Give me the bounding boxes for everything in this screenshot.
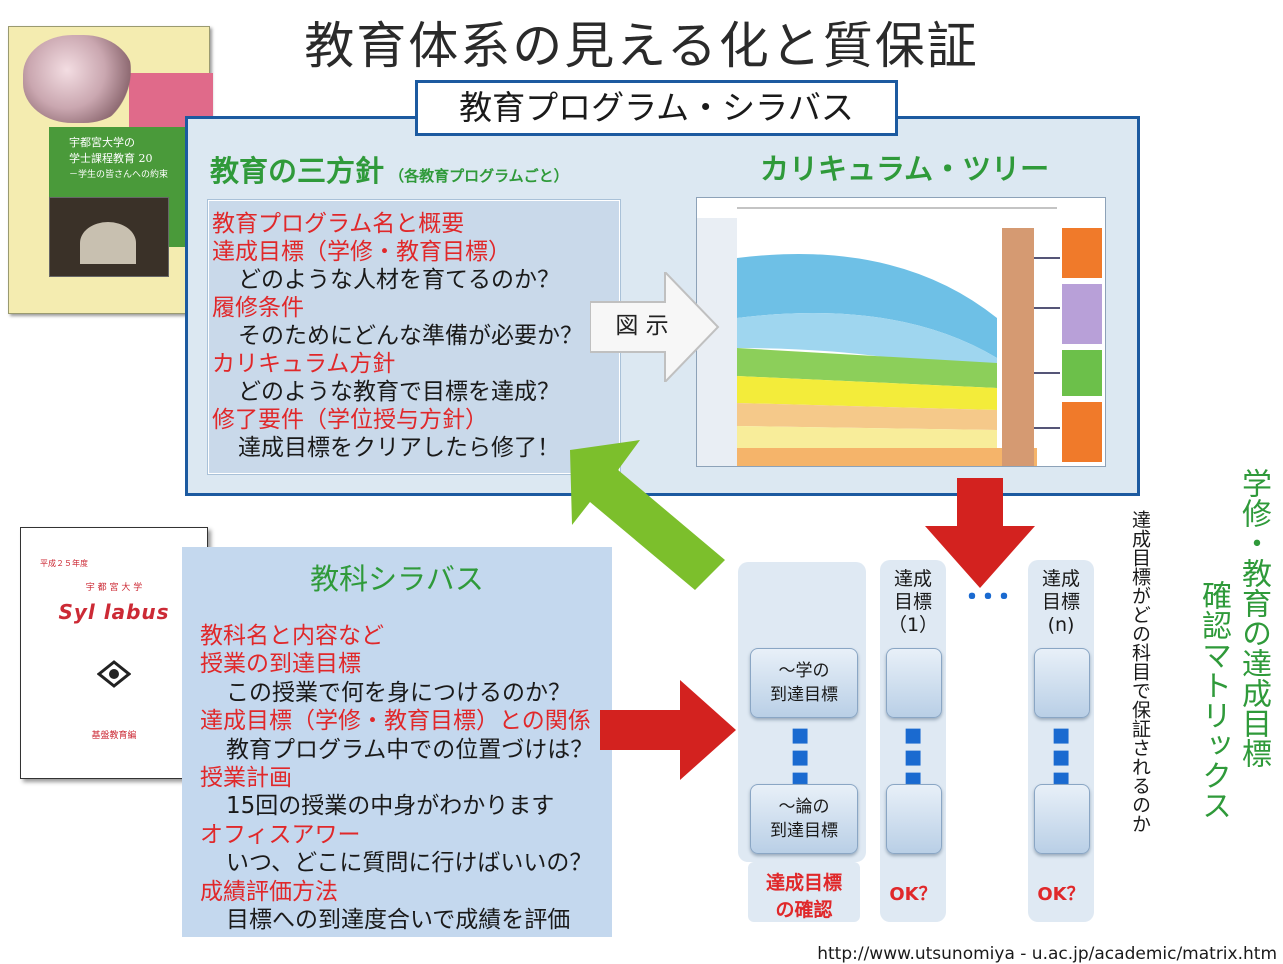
subject-syllabus-list: 教科名と内容など授業の到達目標この授業で何を身につけるのか？達成目標（学修・教育… [200,622,593,934]
cell-a-line-1: ～学の [778,661,830,681]
policies-heading-row: 教育の三方針 （各教育プログラムごと） [210,148,569,190]
policies-heading: 教育の三方針 [210,154,385,188]
source-url: http://www.utsunomiya - u.ac.jp/academic… [817,944,1277,964]
list-description: いつ、どこに質問に行けばいいの？ [226,850,593,877]
cover-text: 宇都宮大学の 学士課程教育 20 －学生の皆さんへの約束 [69,135,205,183]
matrix-cell-subject-b[interactable]: ～論の 到達目標 [750,784,858,854]
list-description: 目標への到達度合いで成績を評価 [226,906,571,933]
confirm-goal-box: 達成目標 の確認 [748,862,860,922]
vertical-dots-icon: ▪▪▪ [903,717,924,796]
matrix-side-title-2: 確認マトリックス [1196,580,1231,820]
vertical-dots-icon: ▪▪▪ [790,717,811,796]
list-heading: 教育プログラム名と概要 [212,211,465,237]
cell-b-line-1: ～論の [778,797,830,817]
cover-line-3: －学生の皆さんへの約束 [69,170,169,180]
goal-1-header: 達成 目標 （1） [880,568,946,637]
goal-n-header: 達成 目標 (n) [1028,568,1094,637]
list-description: この授業で何を身につけるのか？ [226,679,571,706]
list-heading: 成績評価方法 [200,878,338,905]
policies-list: 教育プログラム名と概要達成目標（学修・教育目標）どのような人材を育てるのか？履修… [212,210,583,462]
policies-panel [208,200,620,474]
curriculum-tree-heading: カリキュラム・ツリー [760,152,1050,186]
cover-line-2: 学士課程教育 20 [69,152,153,165]
page-title: 教育体系の見える化と質保証 [304,17,979,75]
matrix-cell-goal-1-b[interactable] [886,784,942,854]
syllabus-edition: 基盤教育編 [91,731,137,741]
matrix-cell-subject-a[interactable]: ～学の 到達目標 [750,648,858,718]
confirm-line-2: の確認 [775,899,833,921]
vertical-dots-icon: ▪▪▪ [1051,717,1072,796]
red-right-arrow-icon [600,680,736,780]
goal-n-line-1: 達成 [1041,568,1080,590]
syllabus-univ: 宇 都 宮 大 学 [85,583,143,593]
list-heading: 達成目標（学修・教育目標） [212,239,511,265]
list-description: 教育プログラム中での位置づけは？ [226,736,594,763]
list-heading: 達成目標（学修・教育目標）との関係 [200,708,591,735]
matrix-side-title-1: 学修・教育の達成目標 [1236,468,1271,768]
confirm-line-1: 達成目標 [765,872,842,894]
syllabus-booklet-cover: 平成２５年度 宇 都 宮 大 学 Syl labus 基盤教育編 [20,527,208,779]
hall-light [80,222,136,264]
university-emblem-icon [97,660,131,688]
policies-subheading: （各教育プログラムごと） [389,167,569,185]
goal-1-line-2: 目標 [893,591,932,613]
brochure-cover-image: 宇都宮大学の 学士課程教育 20 －学生の皆さんへの約束 [8,26,213,314]
goal-n-line-2: 目標 [1041,591,1080,613]
subject-syllabus-heading: 教科シラバス [310,562,484,596]
subject-syllabus-panel [182,547,612,937]
list-description: 達成目標をクリアしたら修了！ [238,435,560,461]
illustrate-label: 図 示 [615,313,669,339]
green-arrow-icon [570,440,725,590]
red-down-arrow-icon [925,478,1035,588]
matrix-goal-column-n [1028,560,1094,922]
lecture-hall-photo [49,197,169,277]
list-description: そのためにどんな準備が必要か？ [238,323,583,349]
list-description: どのような人材を育てるのか？ [238,267,560,293]
list-heading: カリキュラム方針 [212,351,396,377]
goal-n-line-3: (n) [1047,614,1075,636]
matrix-question-text: 達成目標がどの科目で保証されるのか [1129,510,1151,833]
goal-1-line-1: 達成 [893,568,932,590]
cover-line-1: 宇都宮大学の [69,136,135,149]
cherry-blossom-image [23,35,133,123]
list-description: 15回の授業の中身がわかります [226,793,555,820]
cell-a-line-2: 到達目標 [770,685,838,705]
goal-1-line-3: （1） [887,614,939,636]
syllabus-cover-title: Syl labus [58,600,170,624]
list-heading: 教科名と内容など [200,623,384,649]
syllabus-year: 平成２５年度 [40,559,88,568]
goal-1-ok: OK？ [889,884,937,905]
curriculum-tree-image [696,197,1106,467]
matrix-cell-goal-1-a[interactable] [886,648,942,718]
list-heading: 授業計画 [200,764,292,791]
list-description: どのような教育で目標を達成？ [238,379,560,405]
goal-n-ok: OK？ [1037,884,1085,905]
list-heading: 修了要件（学位授与方針） [212,407,488,433]
cell-b-line-2: 到達目標 [770,821,838,841]
list-heading: 履修条件 [212,295,304,321]
matrix-cell-goal-n-b[interactable] [1034,784,1090,854]
curriculum-tree-graphic [697,198,1105,466]
illustrate-arrow-icon [590,272,720,382]
program-syllabus-label: 教育プログラム・シラバス [415,80,898,136]
matrix-cell-goal-n-a[interactable] [1034,648,1090,718]
horizontal-ellipsis-icon: ･･･ [963,578,1012,616]
list-heading: 授業の到達目標 [200,651,361,678]
matrix-goal-column-1 [880,560,946,922]
list-heading: オフィスアワー [200,821,361,848]
